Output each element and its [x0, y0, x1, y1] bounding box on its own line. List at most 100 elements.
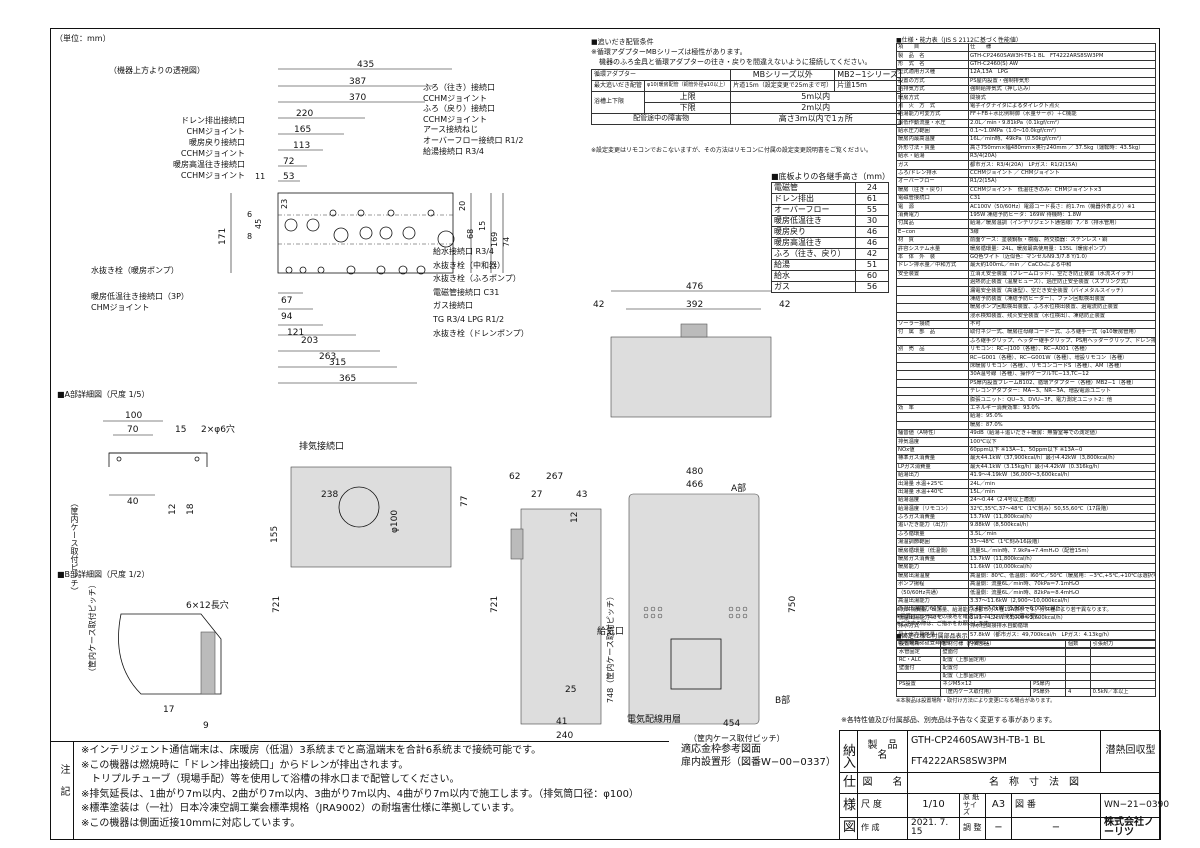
spec-row: 騒音値（A特性）49dB（給湯＋追いだき＋暖房：無響室等での測定値）: [896, 428, 1156, 439]
spec-item: 標準ガス消費量: [896, 454, 969, 464]
top-view-caption: （機器上方よりの透視図）: [109, 65, 205, 75]
svg-text:171: 171: [218, 228, 228, 245]
svg-text:169: 169: [490, 232, 499, 247]
top-right-dims: 20 68 15 169 74: [458, 193, 511, 273]
svg-text:392: 392: [686, 300, 703, 310]
spec-item: [896, 286, 969, 296]
spec-value: 3.5L／min: [968, 529, 1156, 540]
spec-value: 100℃以下: [968, 437, 1156, 447]
height-table-title: ■底板よりの各継手高さ（mm）: [771, 172, 890, 181]
spec-value: 16L／min時、49kPa（0.50kgf/cm²）: [968, 135, 1156, 145]
spec-row: 付 属 部 品取付ネジ一式、暖房往母線コードー式、ふろ継手一式（φ10暖房管用）: [896, 328, 1156, 338]
spec-row: 点 火 方 式電子イグナイタによるダイレクト点火: [896, 101, 1156, 112]
drawing-sheet: （単位：mm） （機器上方よりの透視図） 435 387 370 220 165…: [50, 28, 1169, 841]
spec-item: 製 品 名: [896, 51, 969, 61]
svg-text:68: 68: [466, 229, 475, 239]
reheat-footnote: ※設定変更はリモコンでおこないますが、その方法はリモコンに付属の設定変更説明書を…: [591, 147, 872, 154]
dim-241: 41: [556, 717, 568, 727]
spec-item: [896, 386, 969, 397]
svg-text:365: 365: [339, 374, 356, 384]
svg-text:74: 74: [502, 237, 511, 247]
top-width-dims: 435 387 370 220 165 113 72 53: [278, 60, 452, 182]
svg-text:67: 67: [281, 296, 292, 306]
spec-item: 許容システム水量: [896, 244, 969, 254]
svg-text:18: 18: [186, 503, 196, 515]
dim-370: 370: [349, 93, 366, 103]
spec-item: 暖房（往き・戻り）: [896, 185, 969, 196]
top-right-labels: ふろ（往き）接続口 CCHMジョイント ふろ（戻り）接続口 CCHMジョイント …: [423, 83, 524, 156]
spec-item: NOx値: [896, 445, 969, 456]
svg-text:43: 43: [576, 490, 587, 500]
spec-item: 湯温調節範囲: [896, 538, 969, 548]
electric-wiring-label: 電気配線用層: [627, 715, 682, 725]
notes-lines: ※インテリジェント通信端末は、床暖房（低温）3系統までと高温端末を合計6系統まで…: [81, 745, 639, 829]
svg-text:77: 77: [460, 496, 470, 507]
svg-text:（筐内ケース取付ピッチ）: （筐内ケース取付ピッチ）: [87, 584, 97, 676]
spec-row: 付属品給湯／暖房温調（インテリジェント通信線）7／8（排水管用）: [896, 219, 1156, 229]
spec-item: 排気温度: [896, 437, 969, 447]
spec-row: 材 質前面ケース：塗装鋼板・樹脂、熱交換器：ステンレス・銅: [896, 235, 1156, 246]
spec-row: 過熱防止装置（温度ヒューズ）、過圧防止安全装置（スプリング式）: [896, 277, 1156, 288]
spec-row: 床暖房リモコン（各種）、リモコンコードS（各種）、AM（各種）: [896, 361, 1156, 372]
svg-text:750: 750: [788, 596, 798, 613]
spec-item: ドレン排水量／中和方式: [896, 261, 969, 271]
spec-row: ソーラー接続不可: [896, 319, 1156, 330]
spec-row: 安全装置立消え安全装置（フレームロッド）、空だき防止装置（水流スイッチ）: [896, 269, 1156, 279]
spec-value: PS屋内設置・強制排気形: [968, 76, 1156, 86]
spec-value: 13.7kW（11,800kcal/h）: [968, 554, 1156, 565]
spec-value: 給湯／暖房温調（インテリジェント通信線）7／8（排水管用）: [968, 219, 1156, 229]
spec-item: 出湯量 水温+40℃: [896, 487, 969, 498]
spec-row: テレコンアダプター：MA−3、NR−3A、増設電源ユニット: [896, 386, 1156, 397]
spec-row: 膨張ユニット：QU−3、DVU−3F、電力測定ユニット2：他: [896, 395, 1156, 405]
spec-row: 別 売 品リモコン：RC−J100（各種）、RC−A001（各種）: [896, 345, 1156, 355]
spec-value: 浸水検知装置、残火安全装置（水位検出）、凍結防止装置: [968, 311, 1156, 321]
spec-item: 消費電力: [896, 210, 969, 221]
svg-text:70: 70: [127, 425, 139, 435]
spec-item: 外形寸法・質量: [896, 143, 969, 154]
spec-value: GTH-CP2460SAW3H-TB-1 BL FT4222ARS8SW3PM: [968, 51, 1156, 61]
spec-value: 最大44.1kW（3.15kg/h）最小4.42kW（0.316kg/h）: [968, 462, 1156, 472]
svg-text:23: 23: [280, 199, 289, 209]
spec-value: 過熱防止装置（温度ヒューズ）、過圧防止安全装置（スプリング式）: [968, 277, 1156, 288]
svg-text:263: 263: [319, 352, 336, 362]
svg-text:94: 94: [281, 312, 293, 322]
spec-row: 漏電安全装置（高速型）、空だき安全装置（バイメタルスイッチ）: [896, 286, 1156, 296]
svg-text:267: 267: [546, 472, 563, 482]
low-temp-label: 暖房低温往き接続口（3P） CHMジョイント: [91, 292, 189, 312]
spec-value: 仕 様: [968, 42, 1156, 53]
spec-item: 最低作動流量・水圧: [896, 118, 969, 128]
svg-text:9: 9: [203, 721, 209, 731]
spec-item: 給排気方式: [896, 84, 969, 95]
spec-item: [896, 361, 969, 372]
spec-value: 給湯：95.0%: [968, 412, 1156, 422]
spec-item: 給水圧力範囲: [896, 126, 969, 137]
spec-item: 出湯量 水温+25℃: [896, 479, 969, 489]
svg-text:155: 155: [270, 526, 280, 543]
spec-item: 電 源: [896, 202, 969, 212]
svg-text:203: 203: [301, 336, 318, 346]
spec-row: PS扉内設置フレームB102、循環アダプター（各種）MB2−1（各種）: [896, 378, 1156, 389]
spec-value: 床暖房リモコン（各種）、リモコンコードS（各種）、AM（各種）: [968, 361, 1156, 372]
spec-item: 付属品: [896, 219, 969, 229]
svg-text:11: 11: [255, 172, 265, 181]
spec-value: 13.7kW（11,800kcal/h）: [968, 512, 1156, 523]
reheat-table: 循環アダプター MBシリーズ以外 MB2−1シリーズ 最大追いだき配管 φ10(…: [590, 69, 902, 125]
spec-value: 30A温号線（各種）、操作ケーブルTC−13,TC−12: [968, 370, 1156, 380]
spec-row: ガス都市ガス：R3/4(20A) LPガス：R1/2(15A): [896, 160, 1156, 170]
notes-block: 注記 ※インテリジェント通信端末は、床暖房（低温）3系統までと高温端末を合計6系…: [51, 741, 669, 840]
inlet-grille: [643, 606, 748, 619]
detail-b-title: ■B部詳細図（尺度 1/2）: [57, 570, 150, 579]
spec-value: 195W 凍結予防ヒータ：169W 待機時：1.8W: [968, 210, 1156, 221]
spec-value: CCHMジョイント 低温往きのみ：CHMジョイント×3: [968, 185, 1156, 196]
spec-item: [896, 370, 969, 380]
spec-value: 暖房循環量：24L、暖房最高使用量：135L（暖房ポンプ）: [968, 244, 1156, 254]
spec-value: 暖房：87.0%: [968, 420, 1156, 430]
dim-25: 25: [565, 685, 577, 695]
